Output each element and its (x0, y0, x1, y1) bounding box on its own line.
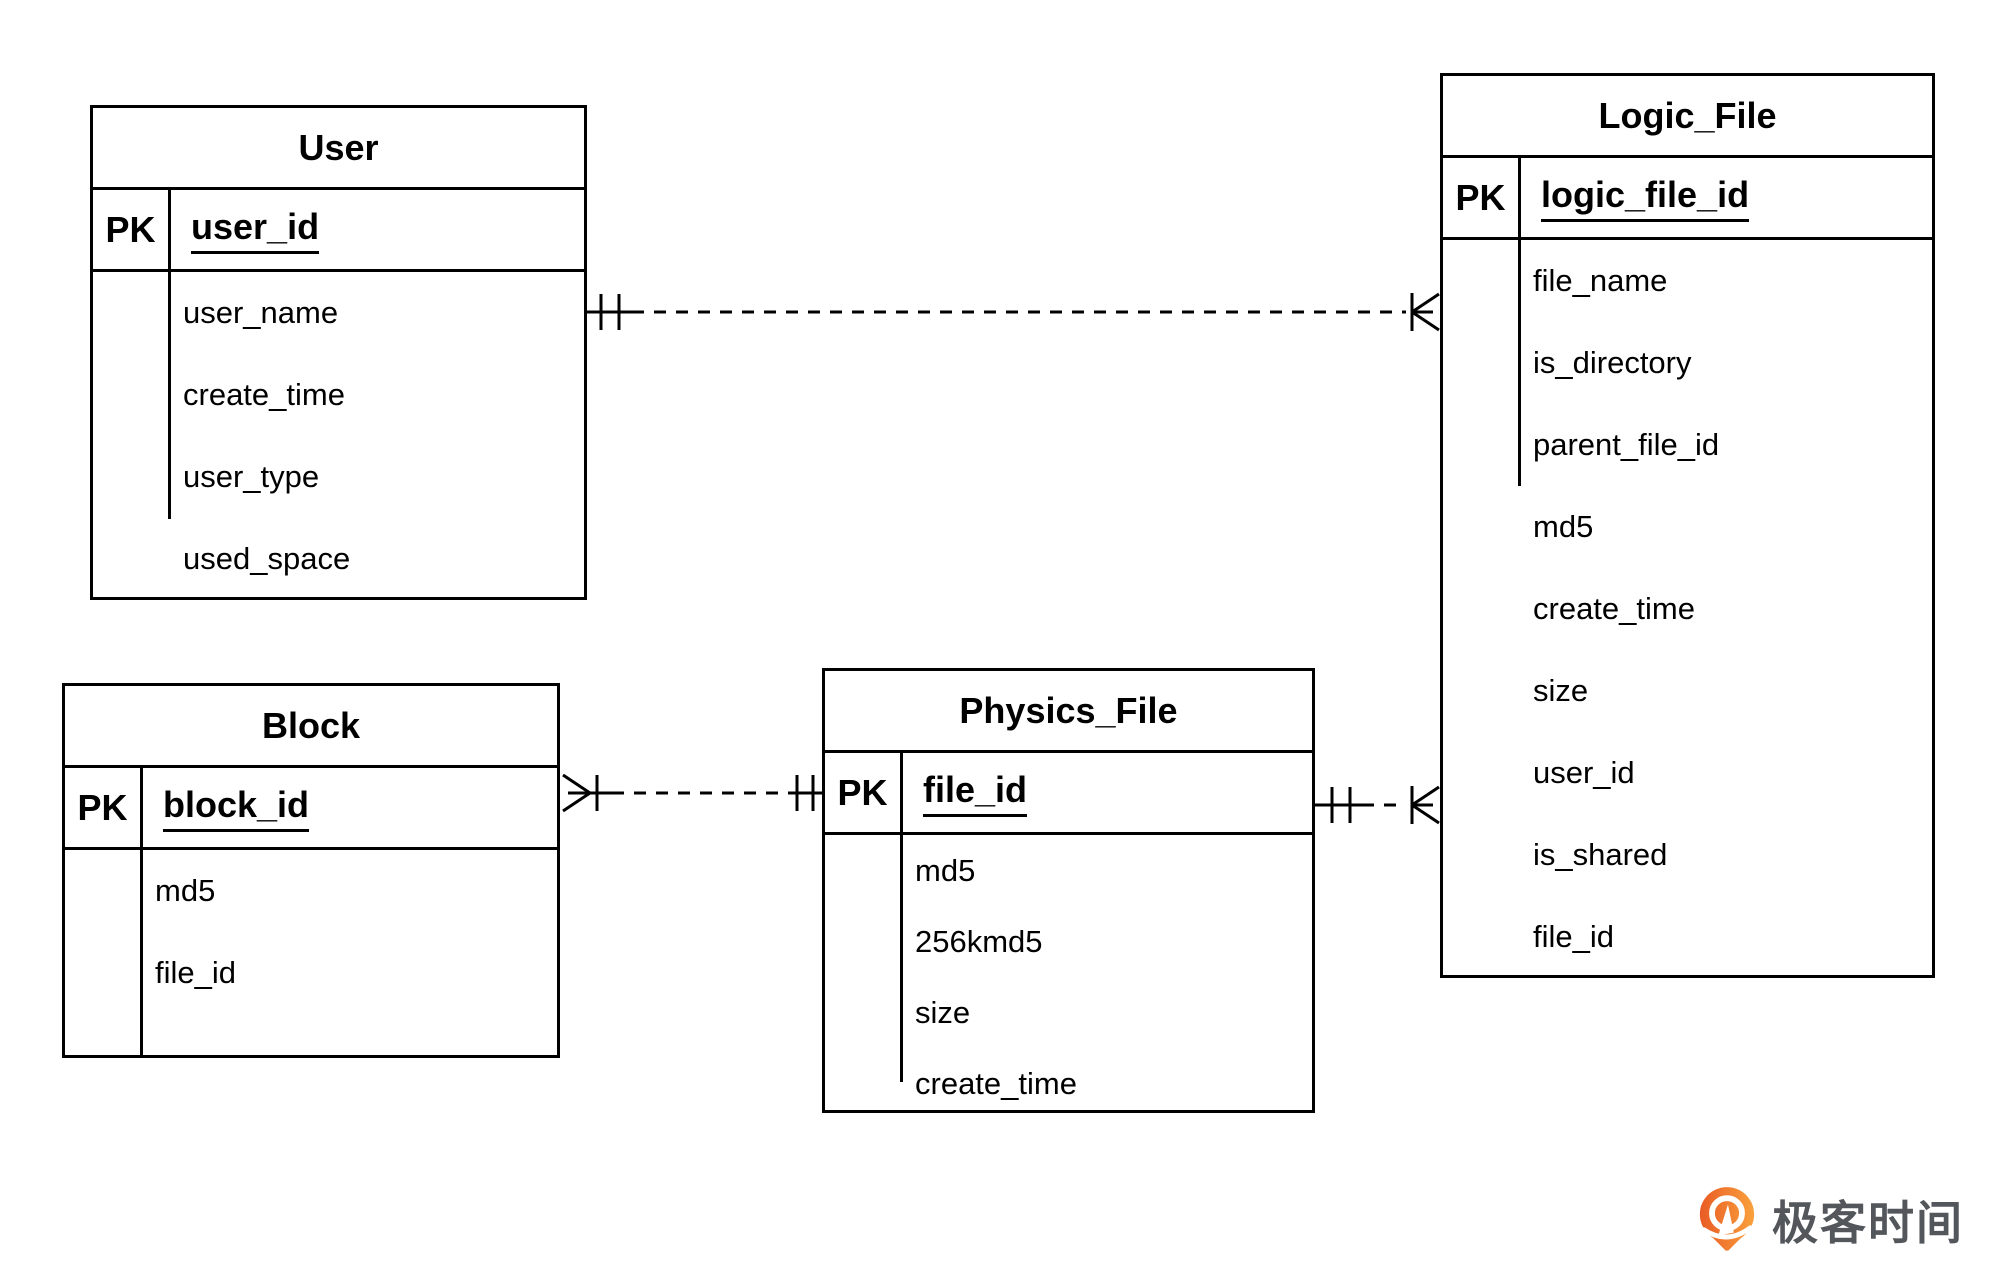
relationship-user-logic-file (587, 292, 1440, 332)
pk-column-divider (168, 272, 171, 519)
relationship-block-physics-file (562, 773, 822, 813)
pk-field: logic_file_id (1521, 158, 1932, 237)
entity-title: Block (65, 686, 557, 768)
field-row: md5 (1533, 509, 1594, 544)
pk-column-divider (900, 835, 903, 1082)
entity-block: Block PK block_id md5 file_id (62, 683, 560, 1058)
pk-field: file_id (903, 753, 1312, 832)
field-row: create_time (915, 1065, 1077, 1101)
pk-field: block_id (143, 768, 557, 847)
field-row: file_id (1533, 919, 1614, 954)
field-row: create_time (1533, 591, 1695, 626)
entity-title: User (93, 108, 584, 190)
geektime-logo-text: 极客时间 (1772, 1197, 1964, 1249)
field-row: user_name (183, 295, 339, 330)
field-row: user_type (183, 459, 320, 494)
entity-user: User PK user_id user_name create_time us… (90, 105, 587, 600)
pk-row: PK user_id (93, 190, 584, 272)
field-row: md5 (155, 873, 216, 908)
field-row: is_directory (1533, 345, 1692, 380)
entity-title: Logic_File (1443, 76, 1932, 158)
pk-row: PK block_id (65, 768, 557, 850)
geektime-logo-icon (1699, 1187, 1755, 1251)
field-row: file_name (1533, 263, 1668, 298)
field-row: create_time (183, 377, 345, 412)
crow-foot-icon (562, 773, 591, 813)
field-row: size (915, 994, 971, 1030)
field-row: user_id (1533, 755, 1635, 790)
field-row: is_shared (1533, 837, 1668, 872)
relationship-physics-file-logic-file (1315, 785, 1440, 825)
pk-column-divider (140, 850, 143, 1055)
pk-column-divider (1518, 240, 1521, 486)
field-row: md5 (915, 852, 976, 888)
field-row: file_id (155, 955, 236, 990)
entity-fields: user_name create_time user_type used_spa… (93, 272, 584, 600)
pk-field-name: file_id (923, 769, 1028, 817)
pk-field-name: block_id (163, 784, 310, 832)
field-row: 256kmd5 (915, 923, 1043, 959)
pk-row: PK file_id (825, 753, 1312, 835)
pk-field-name: logic_file_id (1541, 174, 1750, 222)
pk-field: user_id (171, 190, 584, 269)
field-row: used_space (183, 541, 351, 576)
pk-field-name: user_id (191, 206, 320, 254)
entity-fields: file_name is_directory parent_file_id md… (1443, 240, 1932, 978)
field-row: parent_file_id (1533, 427, 1720, 462)
geektime-logo: 极客时间 (1696, 1184, 1964, 1256)
pk-label: PK (93, 190, 171, 269)
crow-foot-icon (1411, 785, 1440, 825)
entity-fields: md5 file_id (65, 850, 557, 1055)
pk-row: PK logic_file_id (1443, 158, 1932, 240)
pk-label: PK (1443, 158, 1521, 237)
field-row: size (1533, 673, 1589, 708)
entity-logic-file: Logic_File PK logic_file_id file_name is… (1440, 73, 1935, 978)
entity-title: Physics_File (825, 671, 1312, 753)
pk-label: PK (825, 753, 903, 832)
entity-fields: md5 256kmd5 size create_time (825, 835, 1312, 1119)
crow-foot-icon (1411, 292, 1440, 332)
pk-label: PK (65, 768, 143, 847)
entity-physics-file: Physics_File PK file_id md5 256kmd5 size… (822, 668, 1315, 1113)
